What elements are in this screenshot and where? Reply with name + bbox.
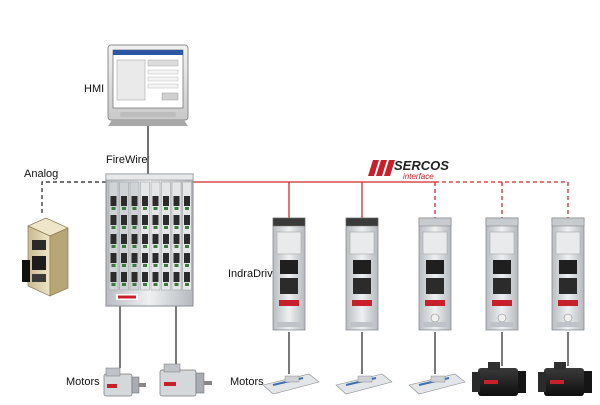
- linear-motor: [408, 373, 466, 395]
- controller-slot: [150, 181, 161, 291]
- servo-motor-small-left: [103, 367, 146, 397]
- hmi-label: HMI: [84, 83, 104, 95]
- analog-drive: [22, 217, 69, 297]
- analog-label: Analog: [24, 168, 58, 180]
- controller-slot: [119, 181, 129, 291]
- linear-motor: [335, 373, 393, 395]
- motors-label-left: Motors: [66, 376, 100, 388]
- motors-label-mid: Motors: [230, 376, 264, 388]
- servo-motor-large-left: [159, 363, 212, 397]
- wiring: [41, 125, 569, 374]
- sercos-logo-text: SERCOS: [394, 158, 449, 173]
- controller-slot: [129, 181, 140, 291]
- hmi-monitor: [107, 44, 189, 126]
- indradrive-module: [272, 217, 306, 331]
- controller-slot: [161, 181, 171, 291]
- indradrive-label: IndraDrive: [228, 268, 279, 280]
- linear-motor: [262, 373, 320, 395]
- controller-slot: [171, 181, 182, 291]
- servo-motor-black: [538, 362, 592, 396]
- indradrive-module: [551, 217, 585, 331]
- motion-controller: [105, 173, 194, 307]
- controller-slot: [140, 181, 150, 291]
- servo-motor-black: [472, 362, 526, 396]
- firewire-label: FireWire: [106, 154, 148, 166]
- indradrive-module: [485, 217, 519, 331]
- sercos-logo-subtext: interface: [403, 172, 434, 181]
- controller-slot: [182, 181, 192, 291]
- indradrive-module: [345, 217, 379, 331]
- sercos-logo: SERCOS interface: [368, 158, 449, 181]
- indradrive-module: [418, 217, 452, 331]
- analog-dashed-cable: [41, 181, 106, 215]
- controller-slot: [108, 181, 119, 291]
- sercos-logo-stripes: [368, 160, 395, 176]
